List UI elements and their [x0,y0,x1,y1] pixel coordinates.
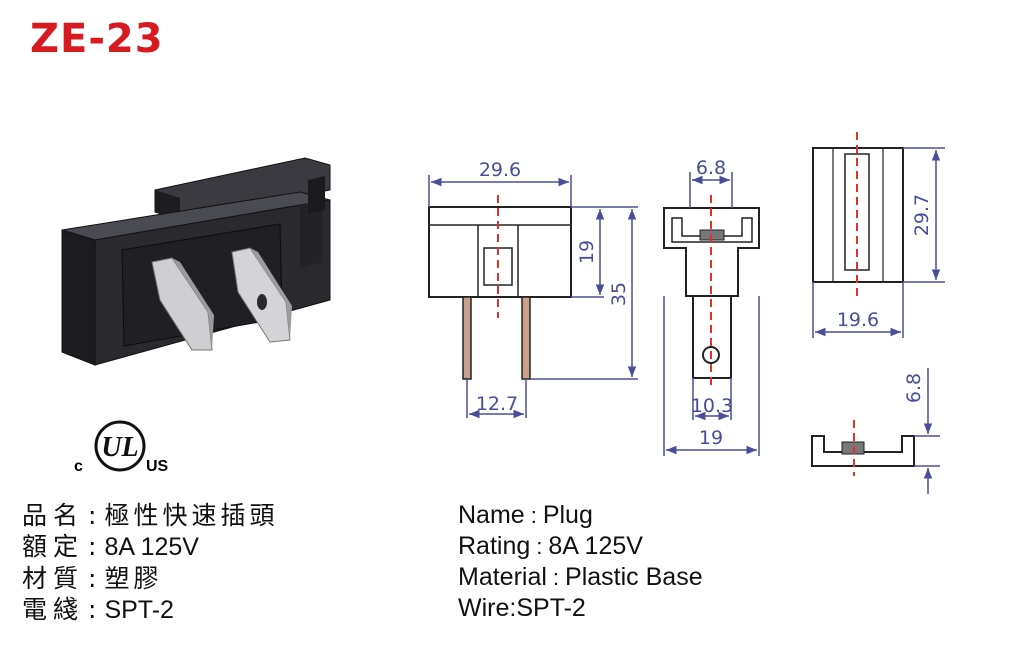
dim-front-pin-spacing: 12.7 [476,393,518,415]
spec-label: 額定 [22,532,85,561]
spec-row-rating-en: Rating:8A 125V [458,531,703,562]
spec-separator: : [88,595,97,624]
spec-label: Wire [458,594,510,622]
spec-label: Material [458,563,547,591]
specs-english: Name:Plug Rating:8A 125V Material:Plasti… [458,500,703,624]
cert-c-letter: c [74,458,83,475]
model-title: ZE-23 [30,16,164,62]
ul-circle-icon: UL [94,420,146,472]
cert-us-letters: US [146,458,169,475]
spec-row-rating-zh: 額定:8A 125V [22,531,278,563]
dim-side-top-width: 6.8 [696,157,726,179]
spec-value: SPT-2 [516,594,586,622]
plug-photo [61,157,331,366]
dim-bottom-height: 6.8 [903,373,925,403]
side-view-dimensions [663,172,760,456]
dim-side-base-width: 19 [699,427,723,449]
spec-label: 電綫 [22,595,85,624]
ul-letters: UL [101,432,138,463]
top-view [812,132,904,296]
front-view-dimensions [428,175,638,419]
spec-separator: : [536,534,543,559]
spec-row-wire-zh: 電綫:SPT-2 [22,594,278,626]
spec-row-wire-en: Wire:SPT-2 [458,593,703,624]
spec-separator: : [530,503,537,528]
spec-row-name-en: Name:Plug [458,500,703,531]
spec-label: Name [458,501,525,529]
spec-row-material-zh: 材質:塑膠 [22,563,278,594]
spec-label: 品名 [22,501,85,530]
specs-chinese: 品名:極性快速插頭 額定:8A 125V 材質:塑膠 電綫:SPT-2 [22,500,278,626]
side-view [663,195,760,390]
dim-front-body-height: 19 [576,240,598,264]
spec-separator: : [509,594,517,622]
spec-row-material-en: Material:Plastic Base [458,562,703,593]
front-view [428,195,572,380]
spec-value: 8A 125V [104,533,199,561]
dim-front-total-height: 35 [608,282,630,306]
dim-front-width: 29.6 [479,159,521,181]
spec-row-name-zh: 品名:極性快速插頭 [22,500,278,531]
spec-value: Plug [542,501,593,529]
spec-separator: : [552,565,560,590]
spec-value: 極性快速插頭 [104,501,279,530]
spec-label: Rating [458,532,531,560]
spec-value: 8A 125V [548,532,643,560]
spec-label: 材質 [22,564,85,593]
spec-separator: : [88,564,97,593]
spec-value: 塑膠 [104,564,163,593]
dim-top-height: 29.7 [911,194,933,236]
end-view [811,420,915,476]
spec-separator: : [88,532,97,561]
end-view-dimensions [914,368,940,494]
dim-side-pin-width: 10.3 [691,395,733,417]
ul-certification-mark: UL c US [72,418,182,484]
top-view-dimensions [812,147,945,338]
spec-value: SPT-2 [104,596,174,624]
spec-value: Plastic Base [565,563,703,591]
dim-top-width: 19.6 [837,309,879,331]
spec-separator: : [88,501,97,530]
